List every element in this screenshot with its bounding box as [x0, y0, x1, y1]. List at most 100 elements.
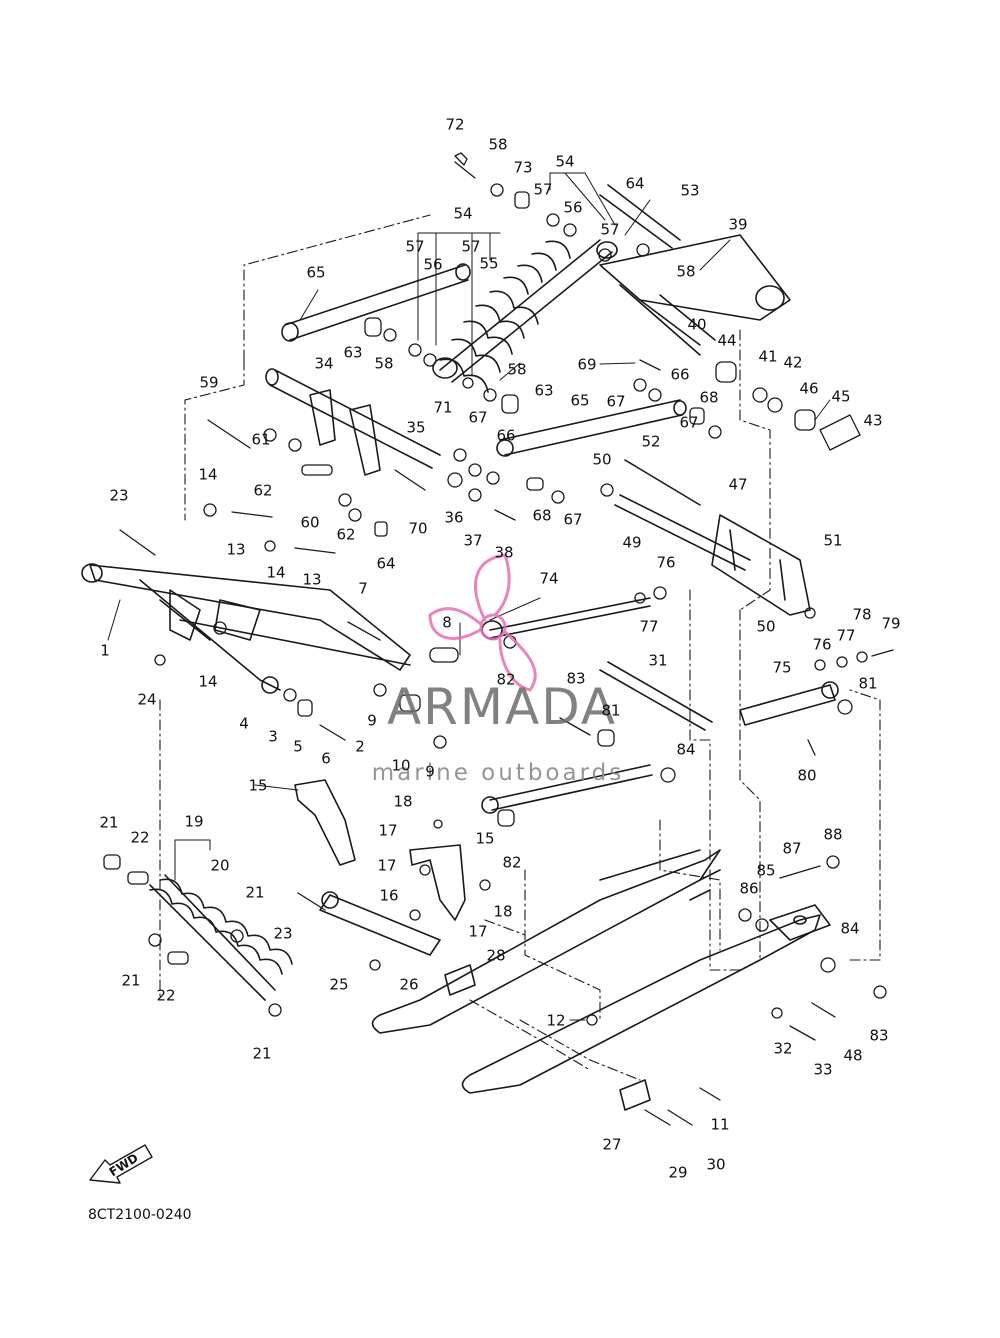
callout-43[interactable]: 43	[863, 411, 883, 430]
callout-24[interactable]: 24	[137, 690, 157, 709]
callout-58[interactable]: 58	[488, 135, 508, 154]
callout-86[interactable]: 86	[739, 879, 759, 898]
callout-63[interactable]: 63	[343, 343, 363, 362]
callout-50[interactable]: 50	[592, 450, 612, 469]
callout-73[interactable]: 73	[513, 158, 533, 177]
callout-35[interactable]: 35	[406, 418, 426, 437]
callout-28[interactable]: 28	[486, 946, 506, 965]
callout-76[interactable]: 76	[656, 553, 676, 572]
callout-59[interactable]: 59	[199, 373, 219, 392]
callout-68[interactable]: 68	[532, 506, 552, 525]
callout-74[interactable]: 74	[539, 569, 559, 588]
callout-9[interactable]: 9	[367, 711, 377, 730]
callout-57[interactable]: 57	[533, 180, 553, 199]
callout-49[interactable]: 49	[622, 533, 642, 552]
callout-57[interactable]: 57	[600, 220, 620, 239]
callout-15[interactable]: 15	[475, 829, 495, 848]
callout-23[interactable]: 23	[273, 924, 293, 943]
callout-58[interactable]: 58	[374, 354, 394, 373]
callout-22[interactable]: 22	[130, 828, 150, 847]
callout-29[interactable]: 29	[668, 1163, 688, 1182]
callout-1[interactable]: 1	[100, 641, 110, 660]
callout-81[interactable]: 81	[601, 701, 621, 720]
callout-82[interactable]: 82	[496, 670, 516, 689]
callout-5[interactable]: 5	[293, 737, 303, 756]
callout-52[interactable]: 52	[641, 432, 661, 451]
callout-33[interactable]: 33	[813, 1060, 833, 1079]
callout-40[interactable]: 40	[687, 315, 707, 334]
callout-50[interactable]: 50	[756, 617, 776, 636]
callout-14[interactable]: 14	[266, 563, 286, 582]
callout-60[interactable]: 60	[300, 513, 320, 532]
callout-64[interactable]: 64	[376, 554, 396, 573]
callout-64[interactable]: 64	[625, 174, 645, 193]
callout-83[interactable]: 83	[566, 669, 586, 688]
callout-15[interactable]: 15	[248, 776, 268, 795]
callout-13[interactable]: 13	[226, 540, 246, 559]
callout-81[interactable]: 81	[858, 674, 878, 693]
callout-26[interactable]: 26	[399, 975, 419, 994]
callout-87[interactable]: 87	[782, 839, 802, 858]
callout-21[interactable]: 21	[252, 1044, 272, 1063]
callout-54[interactable]: 54	[453, 204, 473, 223]
callout-57[interactable]: 57	[405, 237, 425, 256]
callout-17[interactable]: 17	[377, 856, 397, 875]
callout-19[interactable]: 19	[184, 812, 204, 831]
callout-80[interactable]: 80	[797, 766, 817, 785]
callout-47[interactable]: 47	[728, 475, 748, 494]
callout-10[interactable]: 10	[391, 756, 411, 775]
callout-85[interactable]: 85	[756, 861, 776, 880]
callout-7[interactable]: 7	[358, 579, 368, 598]
callout-4[interactable]: 4	[239, 714, 249, 733]
callout-69[interactable]: 69	[577, 355, 597, 374]
callout-62[interactable]: 62	[336, 525, 356, 544]
callout-77[interactable]: 77	[836, 626, 856, 645]
callout-58[interactable]: 58	[676, 262, 696, 281]
callout-82[interactable]: 82	[502, 853, 522, 872]
callout-56[interactable]: 56	[423, 255, 443, 274]
callout-46[interactable]: 46	[799, 379, 819, 398]
callout-3[interactable]: 3	[268, 727, 278, 746]
callout-14[interactable]: 14	[198, 672, 218, 691]
callout-77[interactable]: 77	[639, 617, 659, 636]
callout-11[interactable]: 11	[710, 1115, 730, 1134]
callout-71[interactable]: 71	[433, 398, 453, 417]
callout-21[interactable]: 21	[121, 971, 141, 990]
callout-75[interactable]: 75	[772, 658, 792, 677]
callout-65[interactable]: 65	[570, 391, 590, 410]
callout-41[interactable]: 41	[758, 347, 778, 366]
callout-88[interactable]: 88	[823, 825, 843, 844]
callout-84[interactable]: 84	[840, 919, 860, 938]
callout-65[interactable]: 65	[306, 263, 326, 282]
callout-32[interactable]: 32	[773, 1039, 793, 1058]
callout-17[interactable]: 17	[378, 821, 398, 840]
callout-57[interactable]: 57	[461, 237, 481, 256]
callout-30[interactable]: 30	[706, 1155, 726, 1174]
callout-67[interactable]: 67	[563, 510, 583, 529]
callout-54[interactable]: 54	[555, 152, 575, 171]
callout-8[interactable]: 8	[442, 613, 452, 632]
callout-14[interactable]: 14	[198, 465, 218, 484]
callout-72[interactable]: 72	[445, 115, 465, 134]
callout-21[interactable]: 21	[245, 883, 265, 902]
callout-13[interactable]: 13	[302, 570, 322, 589]
callout-58[interactable]: 58	[507, 360, 527, 379]
callout-66[interactable]: 66	[670, 365, 690, 384]
callout-79[interactable]: 79	[881, 614, 901, 633]
callout-45[interactable]: 45	[831, 387, 851, 406]
callout-84[interactable]: 84	[676, 740, 696, 759]
callout-83[interactable]: 83	[869, 1026, 889, 1045]
callout-76[interactable]: 76	[812, 635, 832, 654]
callout-39[interactable]: 39	[728, 215, 748, 234]
callout-78[interactable]: 78	[852, 605, 872, 624]
callout-36[interactable]: 36	[444, 508, 464, 527]
callout-6[interactable]: 6	[321, 749, 331, 768]
callout-9[interactable]: 9	[425, 762, 435, 781]
callout-20[interactable]: 20	[210, 856, 230, 875]
callout-18[interactable]: 18	[393, 792, 413, 811]
callout-17[interactable]: 17	[468, 922, 488, 941]
callout-67[interactable]: 67	[679, 413, 699, 432]
callout-67[interactable]: 67	[606, 392, 626, 411]
callout-27[interactable]: 27	[602, 1135, 622, 1154]
callout-44[interactable]: 44	[717, 331, 737, 350]
